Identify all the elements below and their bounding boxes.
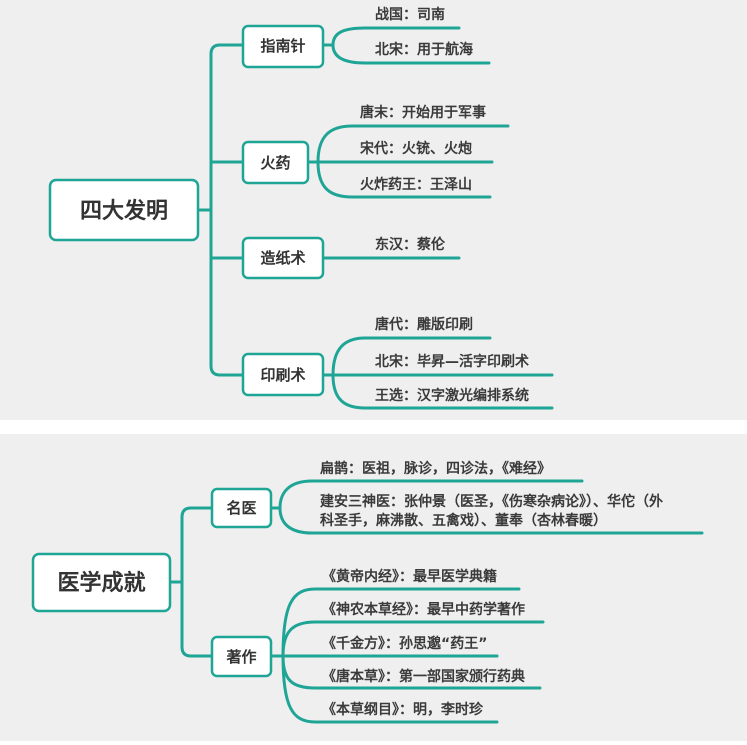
leaf-text: 唐末：开始用于军事 [360, 104, 486, 121]
leaf-text: 王选：汉字激光编排系统 [375, 387, 529, 404]
leaf-text: 建安三神医：张仲景（医圣，《伤寒杂病论》）、华佗（外 [320, 493, 663, 510]
branch-node-printing[interactable]: 印刷术 [241, 352, 325, 397]
leaf-text: 科圣手，麻沸散、五禽戏）、董奉（杏林春暖） [320, 512, 607, 529]
root-node[interactable]: 四大发明 [48, 178, 200, 242]
leaf-text: 《黄帝内经》：最早医学典籍 [322, 568, 497, 585]
branch-label: 火药 [260, 154, 290, 172]
connectors-medical [168, 479, 704, 724]
connectors-four-inventions [196, 26, 554, 410]
branch-label: 著作 [225, 648, 256, 666]
leaf-text: 北宋：用于航海 [375, 41, 473, 58]
leaf-text: 《唐本草》：第一部国家颁行药典 [322, 668, 525, 685]
branch-node-gunpowder[interactable]: 火药 [241, 140, 310, 185]
root-label: 医学成就 [57, 570, 145, 596]
root-node-medical[interactable]: 医学成就 [31, 552, 172, 613]
branch-label: 指南针 [260, 37, 305, 55]
leaf-text: 唐代：雕版印刷 [375, 316, 473, 333]
leaf-text: 《本草纲目》：明，李时珍 [322, 701, 484, 718]
leaf-text: 扁鹊：医祖，脉诊，四诊法，《难经》 [320, 460, 551, 477]
leaf-text: 战国：司南 [375, 6, 445, 23]
branch-node-works[interactable]: 著作 [210, 635, 273, 678]
branch-node-papermaking[interactable]: 造纸术 [241, 236, 325, 280]
leaf-text: 宋代：火铳、火炮 [359, 140, 472, 157]
leaf-text: 《神农本草经》：最早中药学著作 [322, 601, 525, 618]
branch-label: 造纸术 [260, 249, 305, 267]
leaf-text: 北宋：毕昇—活字印刷术 [375, 353, 529, 370]
leaf-text: 《千金方》：孙思邈“药王” [322, 635, 487, 652]
root-label: 四大发明 [80, 198, 168, 224]
branch-label: 名医 [226, 499, 256, 517]
branch-node-compass[interactable]: 指南针 [241, 24, 325, 69]
leaf-text: 东汉：蔡伦 [375, 236, 446, 253]
leaf-text: 火炸药王：王泽山 [360, 176, 472, 193]
branch-label: 印刷术 [260, 366, 305, 384]
branch-node-famous-doctors[interactable]: 名医 [210, 487, 273, 529]
